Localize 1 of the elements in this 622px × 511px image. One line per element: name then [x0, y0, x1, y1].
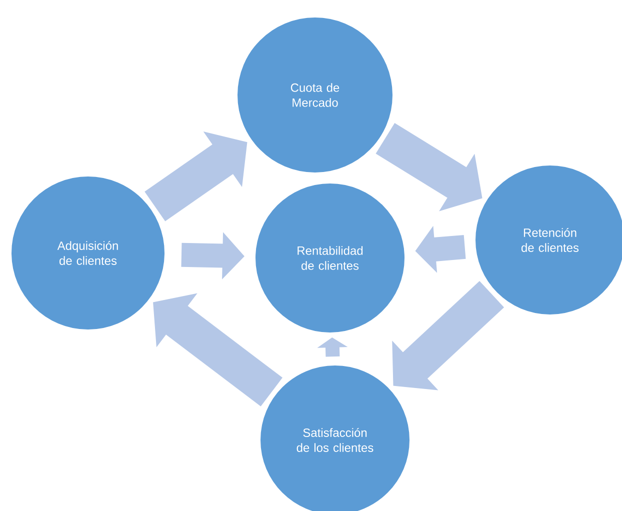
block-arrow	[392, 280, 504, 390]
